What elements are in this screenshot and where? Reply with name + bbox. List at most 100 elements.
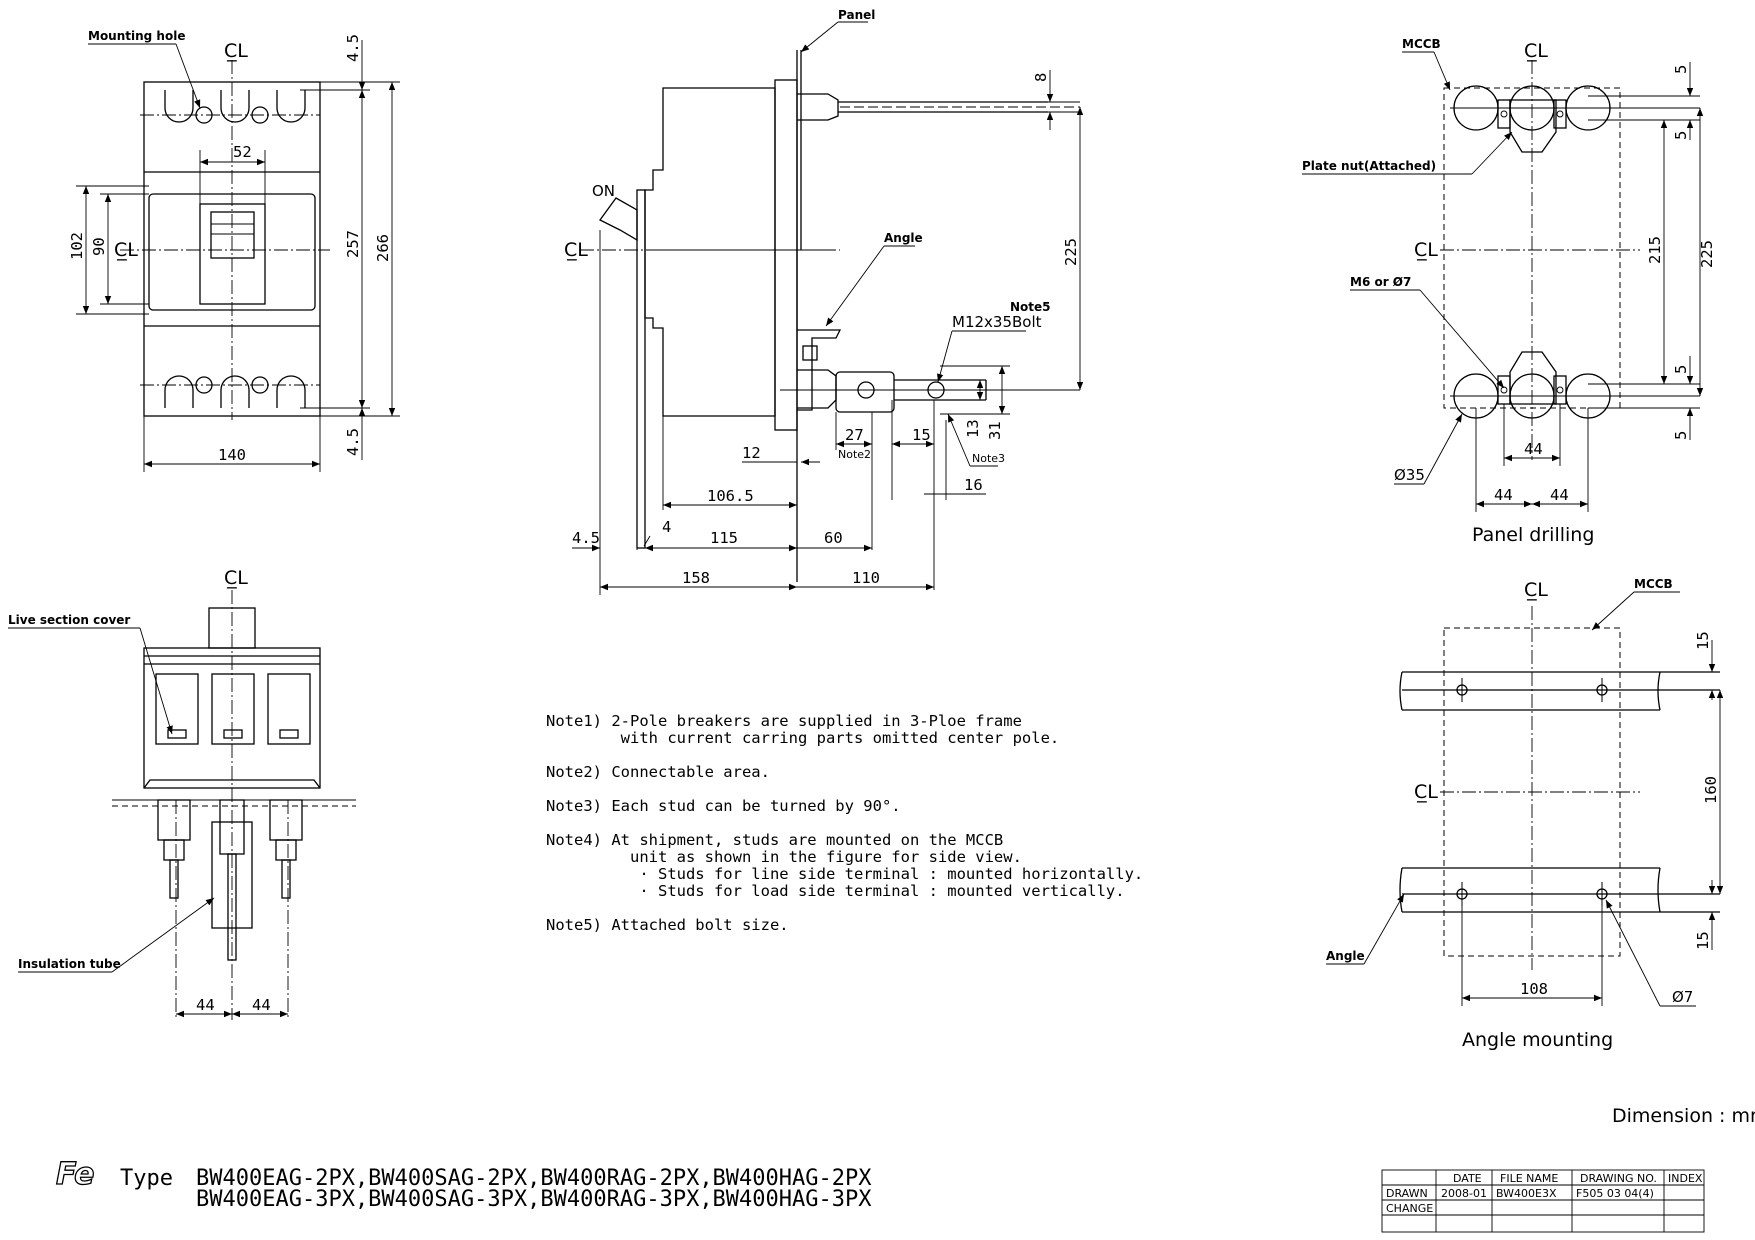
dim-215: 215 <box>1646 236 1664 264</box>
dim-12: 12 <box>742 444 761 462</box>
front-view: C̲L C̲L Mounting hole 257 266 4.5 4.5 52… <box>68 29 400 472</box>
dim-225-side: 225 <box>1062 238 1080 266</box>
tb-drawing-no: F505 03 04(4) <box>1576 1187 1654 1200</box>
drill-mccb-label: MCCB <box>1402 37 1441 51</box>
dim-60: 60 <box>824 529 843 547</box>
panel-drilling-title: Panel drilling <box>1472 524 1594 546</box>
dim-140: 140 <box>218 446 246 464</box>
dim-257: 257 <box>344 230 362 258</box>
on-label: ON <box>592 182 615 200</box>
dim-27: 27 <box>845 426 864 444</box>
dim-16: 16 <box>964 476 983 494</box>
hole-label: M6 or Ø7 <box>1350 275 1411 289</box>
angle-centerline-symbol: C̲L <box>1524 579 1548 601</box>
dim-gap-bottom: 4.5 <box>344 428 362 456</box>
dim-5-c: 5 <box>1672 365 1690 374</box>
angle-label: Angle <box>884 231 923 245</box>
notes-block: Note1) 2-Pole breakers are supplied in 3… <box>546 712 1143 934</box>
dimension-unit: Dimension : mm <box>1612 1105 1755 1127</box>
note3-label: Note3 <box>972 452 1005 465</box>
bolt-label: M12x35Bolt <box>952 313 1042 331</box>
dim-31: 31 <box>986 421 1004 440</box>
bottom-centerline-symbol: C̲L <box>224 567 248 589</box>
note-line-8: · Studs for load side terminal : mounted… <box>546 882 1125 900</box>
note-line-3: Note2) Connectable area. <box>546 763 770 781</box>
angle-mounting-title: Angle mounting <box>1462 1029 1613 1051</box>
bottom-view: C̲L Live section cover Insulation tube <box>8 567 356 1020</box>
note-line-6: unit as shown in the figure for side vie… <box>546 848 1022 866</box>
dim-5-b: 5 <box>1672 131 1690 140</box>
insulation-tube-label: Insulation tube <box>18 957 121 971</box>
front-centerline-symbol-h: C̲L <box>114 239 138 261</box>
dim-8: 8 <box>1032 73 1050 82</box>
dim-108: 108 <box>1520 980 1548 998</box>
panel-drilling-view: C̲L C̲L MCCB Plate nut(Attached) M6 or Ø… <box>1302 37 1716 546</box>
angle-mccb-label: MCCB <box>1634 577 1673 591</box>
drill-centerline-symbol: C̲L <box>1524 40 1548 62</box>
mounting-hole-label: Mounting hole <box>88 29 185 43</box>
dim-15-top: 15 <box>1694 631 1712 650</box>
angle-bracket <box>797 329 842 411</box>
tb-header-file: FILE NAME <box>1500 1172 1558 1185</box>
handle-on <box>599 197 638 242</box>
note-line-7: · Studs for line side terminal : mounted… <box>546 865 1143 883</box>
type-line-1: BW400EAG-2PX,BW400SAG-2PX,BW400RAG-2PX,B… <box>196 1166 872 1191</box>
terminal-lug <box>835 371 895 413</box>
brand-logo: Fe <box>55 1156 95 1192</box>
dim-90: 90 <box>90 237 108 256</box>
dim-4-5: 4.5 <box>572 529 600 547</box>
live-cover-label: Live section cover <box>8 613 130 627</box>
note-line-2: with current carring parts omitted cente… <box>546 729 1059 747</box>
note-line-9: Note5) Attached bolt size. <box>546 916 789 934</box>
dim-160: 160 <box>1702 776 1720 804</box>
dim-13: 13 <box>964 419 982 438</box>
bottom-terminals <box>164 375 306 408</box>
note-line-5: Note4) At shipment, studs are mounted on… <box>546 831 1003 849</box>
dim-110: 110 <box>852 569 880 587</box>
side-flange <box>774 79 798 431</box>
dim-266: 266 <box>374 234 392 262</box>
tb-date: 2008-01 <box>1441 1187 1487 1200</box>
dim-5-a: 5 <box>1672 65 1690 74</box>
drill-centerline-symbol-h: C̲L <box>1414 239 1438 261</box>
type-line-2: BW400EAG-3PX,BW400SAG-3PX,BW400RAG-3PX,B… <box>196 1187 872 1212</box>
note-line-1: Note1) 2-Pole breakers are supplied in 3… <box>546 712 1022 730</box>
dim-44-bottom-right: 44 <box>252 996 271 1014</box>
dim-44-drill-center: 44 <box>1524 440 1543 458</box>
type-prefix: Type <box>120 1166 173 1191</box>
note5-label: Note5 <box>1010 300 1051 314</box>
angle-centerline-symbol-h: C̲L <box>1414 781 1438 803</box>
side-view: Panel ON Angle Note5 M12x35Bolt <box>564 8 1084 595</box>
tb-header-drawing: DRAWING NO. <box>1580 1172 1657 1185</box>
dim-158: 158 <box>682 569 710 587</box>
title-block: DATE FILE NAME DRAWING NO. INDEX DRAWN 2… <box>1381 1169 1705 1233</box>
plate-nut-label: Plate nut(Attached) <box>1302 159 1436 173</box>
dim-gap-top: 4.5 <box>344 34 362 62</box>
side-centerline-symbol: C̲L <box>564 239 588 261</box>
tb-change: CHANGE <box>1386 1202 1433 1215</box>
top-terminals <box>164 90 306 124</box>
angle-mount-label: Angle <box>1326 949 1365 963</box>
dim-102: 102 <box>68 232 86 260</box>
note2-label: Note2 <box>838 448 871 461</box>
handle-frame <box>199 203 266 305</box>
angle-bolt <box>802 345 818 361</box>
tb-header-index: INDEX <box>1668 1172 1703 1185</box>
side-body <box>644 87 776 417</box>
dim-44-drill-left: 44 <box>1494 486 1513 504</box>
tb-file: BW400E3X <box>1496 1187 1557 1200</box>
dim-225-drill: 225 <box>1698 240 1716 268</box>
dim-106-5: 106.5 <box>707 487 754 505</box>
dia-35-label: Ø35 <box>1394 466 1425 484</box>
note-line-4: Note3) Each stud can be turned by 90°. <box>546 797 901 815</box>
fe-logo-icon: Fe <box>56 1157 95 1192</box>
stud-top <box>797 93 839 121</box>
angle-mounting-view: C̲L C̲L MCCB Angle Ø7 15 160 15 108 Angl… <box>1326 577 1724 1051</box>
front-cover-side <box>636 189 646 549</box>
dim-52: 52 <box>233 143 252 161</box>
front-centerline-symbol: C̲L <box>224 40 248 62</box>
dim-15-bottom: 15 <box>1694 931 1712 950</box>
tb-drawn: DRAWN <box>1386 1187 1428 1200</box>
dim-5-d: 5 <box>1672 431 1690 440</box>
